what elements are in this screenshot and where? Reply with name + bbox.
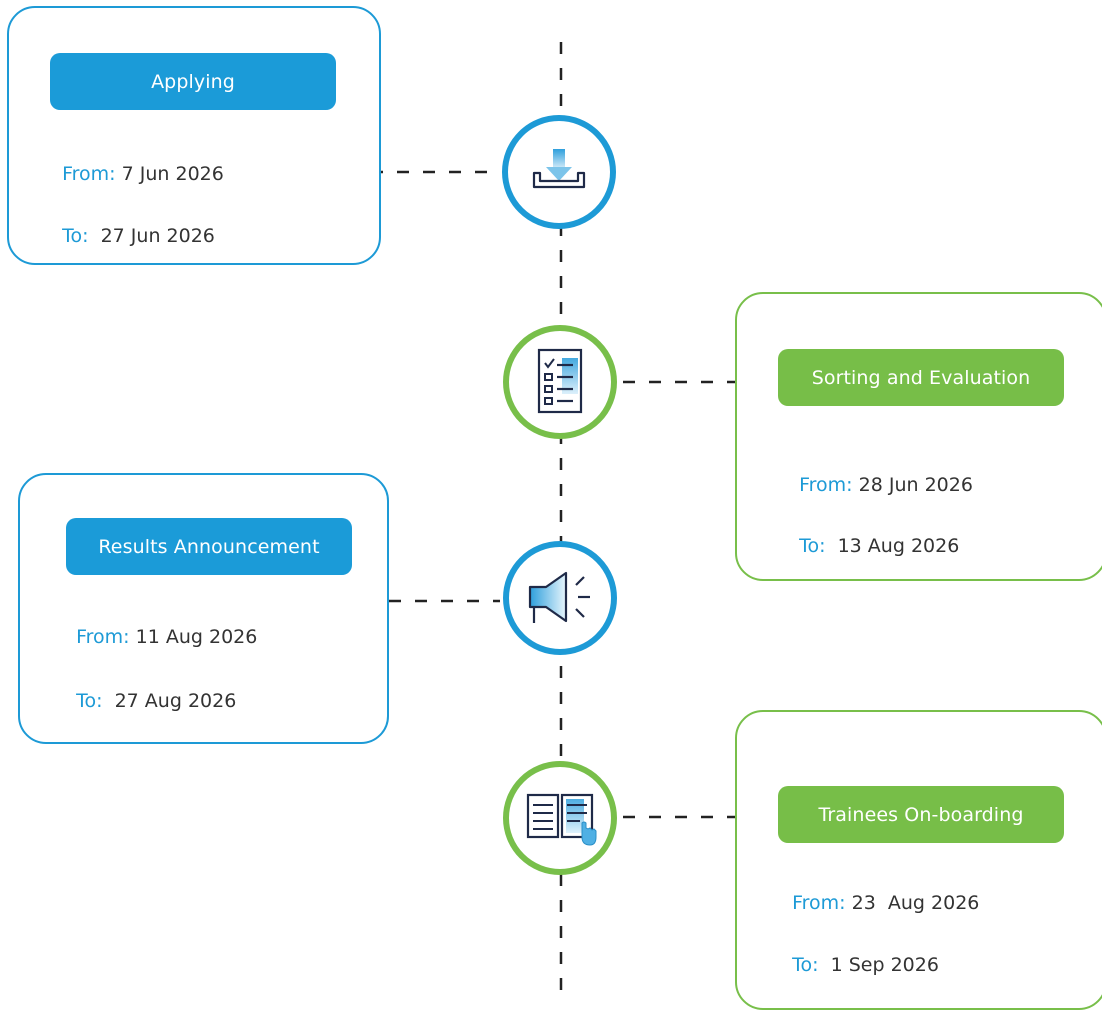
stage-title-results: Results Announcement (66, 518, 352, 575)
stage-card-applying (7, 6, 381, 265)
node-results (503, 541, 617, 655)
stage-from-sorting: From: 28 Jun 2026 (799, 474, 973, 496)
stage-card-onboarding (735, 710, 1102, 1010)
open-book-hand-icon (526, 793, 597, 846)
stage-to-applying: To: 27 Jun 2026 (62, 225, 215, 247)
node-applying (502, 115, 616, 229)
stage-to-sorting: To: 13 Aug 2026 (799, 535, 960, 557)
stage-to-results: To: 27 Aug 2026 (76, 690, 237, 712)
stage-from-onboarding: From: 23 Aug 2026 (792, 892, 980, 914)
stage-title-onboarding: Trainees On-boarding (778, 786, 1064, 843)
stage-from-results: From: 11 Aug 2026 (76, 626, 258, 648)
stage-from-applying: From: 7 Jun 2026 (62, 163, 224, 185)
node-sorting (503, 325, 617, 439)
checklist-icon (537, 348, 583, 414)
stage-title-applying: Applying (50, 53, 336, 110)
download-tray-icon (532, 149, 586, 189)
node-onboarding (503, 761, 617, 875)
stage-to-onboarding: To: 1 Sep 2026 (792, 954, 939, 976)
stage-card-sorting (735, 292, 1102, 581)
stage-title-sorting: Sorting and Evaluation (778, 349, 1064, 406)
megaphone-icon (528, 571, 590, 623)
